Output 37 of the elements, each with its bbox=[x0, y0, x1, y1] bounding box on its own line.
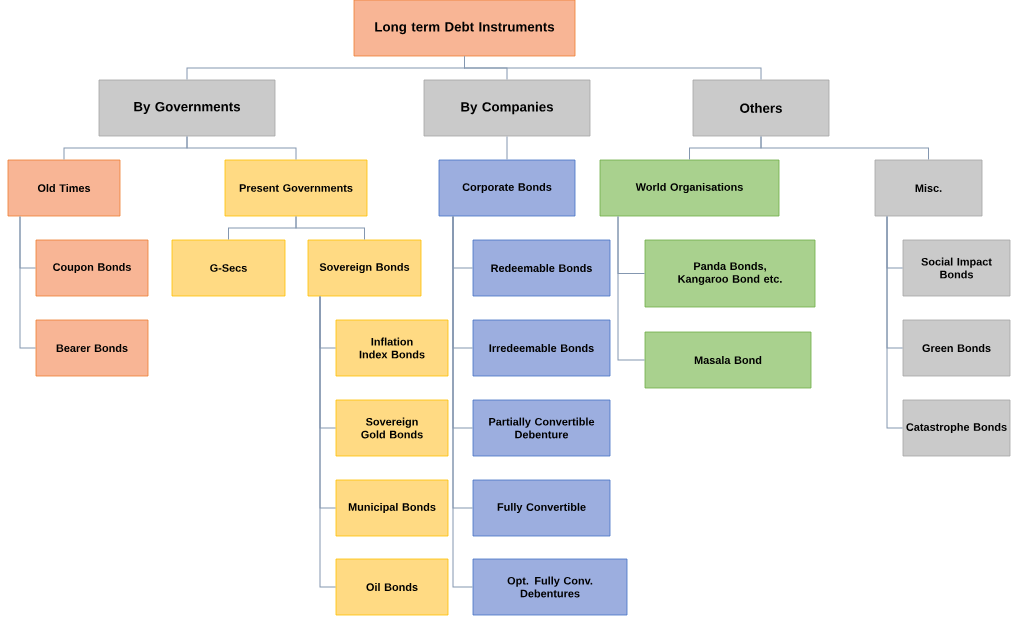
connector-line bbox=[760, 135, 929, 161]
category-box: Fully Convertible bbox=[472, 479, 611, 537]
connector-line bbox=[617, 215, 646, 361]
category-box: Others bbox=[692, 79, 830, 137]
category-box: Old Times bbox=[7, 159, 121, 217]
category-box: Panda Bonds, Kangaroo Bond etc. bbox=[644, 239, 816, 308]
category-box: World Organisations bbox=[599, 159, 780, 217]
connector-line bbox=[186, 135, 297, 161]
category-box: G-Secs bbox=[171, 239, 286, 297]
connector-line bbox=[506, 135, 508, 161]
category-box: By Companies bbox=[423, 79, 591, 137]
connector-line bbox=[295, 215, 365, 241]
connector-line bbox=[452, 215, 474, 588]
category-box: Municipal Bonds bbox=[335, 479, 449, 537]
category-box: Partially Convertible Debenture bbox=[472, 399, 611, 457]
category-box: Sovereign Bonds bbox=[307, 239, 422, 297]
category-box: Masala Bond bbox=[644, 331, 812, 389]
category-box: Long term Debt Instruments bbox=[353, 0, 576, 57]
category-box: By Governments bbox=[98, 79, 276, 137]
category-box: Coupon Bonds bbox=[35, 239, 149, 297]
category-box: Catastrophe Bonds bbox=[902, 399, 1011, 457]
connector-line bbox=[886, 215, 904, 429]
category-box: Present Governments bbox=[224, 159, 368, 217]
category-box: Irredeemable Bonds bbox=[472, 319, 611, 377]
connector-line bbox=[19, 215, 37, 349]
category-box: Inflation Index Bonds bbox=[335, 319, 449, 377]
category-box: Social Impact Bonds bbox=[902, 239, 1011, 297]
category-box: Green Bonds bbox=[902, 319, 1011, 377]
category-box: Bearer Bonds bbox=[35, 319, 149, 377]
category-box: Sovereign Gold Bonds bbox=[335, 399, 449, 457]
category-box: Redeemable Bonds bbox=[472, 239, 611, 297]
connector-line bbox=[464, 55, 762, 81]
category-box: Corporate Bonds bbox=[438, 159, 576, 217]
category-box: Misc. bbox=[874, 159, 983, 217]
category-box: Oil Bonds bbox=[335, 558, 449, 616]
category-box: Opt. Fully Conv. Debentures bbox=[472, 558, 628, 616]
connector-line bbox=[319, 295, 337, 588]
